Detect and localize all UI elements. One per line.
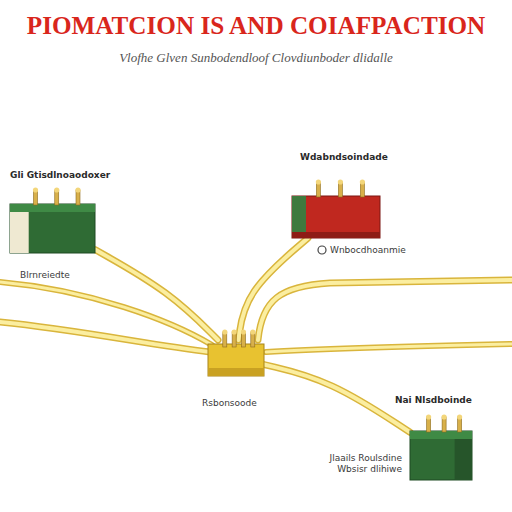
wire-connector — [95, 250, 218, 340]
wire-connector — [238, 238, 308, 340]
component-box: Rsbonsoode — [208, 340, 264, 376]
component-body — [208, 340, 264, 376]
component-box: Nai NlsdboindeJlaails Roulsdine Wbsisr d… — [410, 425, 472, 480]
component-label: Wnbocdhoanmie — [330, 245, 406, 256]
component-heading: Nai Nlsdboinde — [395, 395, 472, 406]
component-body — [10, 198, 95, 253]
component-label: Rsbonsoode — [202, 398, 257, 409]
component-box: Gli GtisdlnoaodoxerBlrnreiedte — [10, 198, 95, 253]
component-label: Jlaails Roulsdine Wbsisr dlihiwe — [320, 453, 402, 475]
component-body — [410, 425, 472, 480]
component-body — [292, 190, 380, 238]
component-label: Blrnreiedte — [20, 270, 70, 281]
component-heading: Gli Gtisdlnoaodoxer — [10, 170, 110, 181]
wire-connector — [264, 365, 410, 433]
component-heading: Wdabndsoindade — [300, 152, 388, 163]
diagram-title: PIOMATCION IS AND COIAFPACTION — [0, 12, 512, 40]
diagram-subtitle: Vlofhe Glven Sunbodendloof Clovdiunboder… — [0, 50, 512, 66]
terminal-ring — [318, 246, 326, 254]
component-box: WdabndsoindadeWnbocdhoanmie — [292, 190, 380, 238]
